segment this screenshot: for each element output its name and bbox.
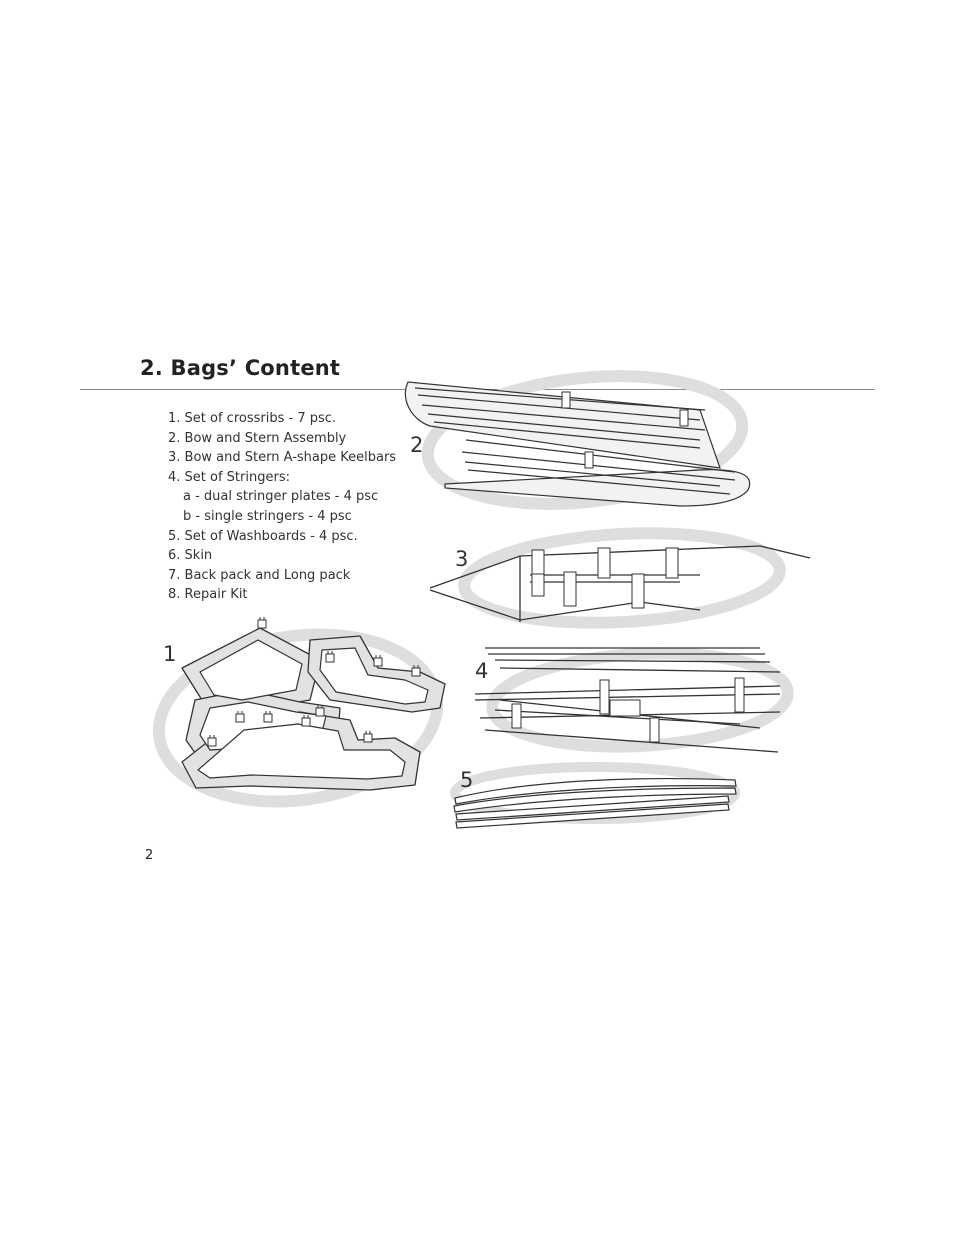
list-item: 2. Bow and Stern Assembly (168, 430, 347, 446)
list-item: 3. Bow and Stern A-shape Keelbars (168, 450, 397, 466)
list-subitem: b - single stringers - 4 psc (183, 508, 352, 524)
figure-label-2: 2 (410, 433, 423, 457)
page-number: 2 (145, 848, 154, 863)
crossribs-figure: 1 (152, 616, 446, 808)
stringers-figure: 4 (474, 647, 794, 753)
figure-label-3: 3 (455, 547, 468, 571)
figure-label-4: 4 (475, 659, 488, 683)
figure-label-1: 1 (163, 642, 176, 666)
list-item: 6. Skin (168, 548, 213, 564)
list-item: 7. Back pack and Long pack (168, 567, 351, 583)
washboards-figure: 5 (450, 762, 740, 829)
section-title: 2. Bags’ Content (140, 356, 341, 380)
keelbars-figure: 3 (429, 527, 811, 629)
list-subitem: a - dual stringer plates - 4 psc (183, 489, 379, 505)
bow-stern-assembly-figure: 2 (404, 370, 751, 510)
list-item: 8. Repair Kit (168, 587, 248, 603)
list-item: 4. Set of Stringers: (168, 469, 290, 485)
list-item: 1. Set of crossribs - 7 psc. (168, 411, 337, 426)
contents-list: 1. Set of crossribs - 7 psc. 2. Bow and … (168, 409, 396, 605)
list-item: 5. Set of Washboards - 4 psc. (168, 528, 358, 544)
figure-label-5: 5 (460, 768, 473, 792)
